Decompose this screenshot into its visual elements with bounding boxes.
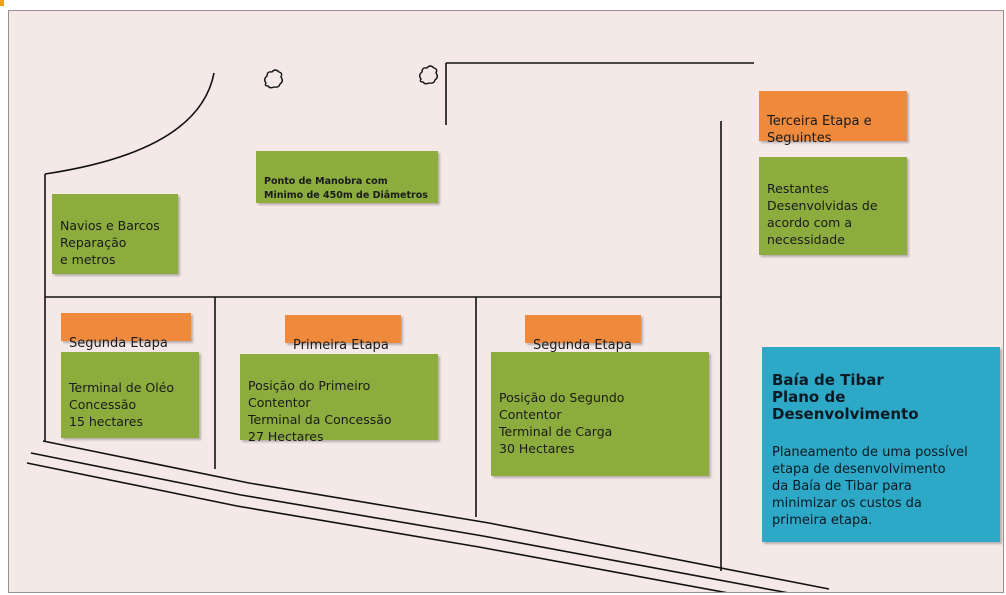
primeiro-contentor-label: Posição do Primeiro Contentor Terminal d… [240,354,438,444]
info-description: Planeamento de uma possível etapa de des… [772,445,968,528]
bush-icon [264,69,283,89]
segundo-contentor-text: Posição do Segundo Contentor Terminal de… [499,390,625,456]
diagram-frame: Navios e Barcos Reparação e metros Ponto… [8,10,1004,593]
primeira-etapa-text: Primeira Etapa [293,338,389,353]
restantes-label: Restantes Desenvolvidas de acordo com a … [759,157,907,255]
terceira-etapa-text: Terceira Etapa e Seguintes [767,114,872,146]
shoreline-line-2 [30,452,788,592]
segunda-etapa-left-title: Segunda Etapa [61,313,191,351]
segundo-contentor-label: Posição do Segundo Contentor Terminal de… [491,352,709,476]
segunda-etapa-left-text: Segunda Etapa [69,336,168,351]
restantes-text: Restantes Desenvolvidas de acordo com a … [767,181,878,247]
bush-icon [419,65,438,85]
shoreline-line-3 [26,462,728,592]
info-title: Baía de Tibar Plano de Desenvolvimento [772,371,919,423]
corner-mark [0,0,4,6]
navios-label: Navios e Barcos Reparação e metros [52,194,178,274]
curved-boundary-line [44,72,215,175]
info-panel: Baía de Tibar Plano de Desenvolvimento P… [762,347,1000,542]
terceira-etapa-title: Terceira Etapa e Seguintes [759,91,907,146]
primeira-etapa-title: Primeira Etapa [285,315,401,353]
terminal-oleo-text: Terminal de Oléo Concessão 15 hectares [69,380,175,429]
primeiro-contentor-text: Posição do Primeiro Contentor Terminal d… [248,378,392,444]
shoreline-line-1 [42,440,830,590]
site-plan-lines [26,62,830,592]
segunda-etapa-right-title: Segunda Etapa [525,315,641,353]
manobra-label: Ponto de Manobra com Minimo de 450m de D… [256,151,438,203]
segunda-etapa-right-text: Segunda Etapa [533,338,632,353]
manobra-text: Ponto de Manobra com Minimo de 450m de D… [264,176,428,201]
terminal-oleo-label: Terminal de Oléo Concessão 15 hectares [61,352,199,438]
navios-text: Navios e Barcos Reparação e metros [60,218,160,267]
